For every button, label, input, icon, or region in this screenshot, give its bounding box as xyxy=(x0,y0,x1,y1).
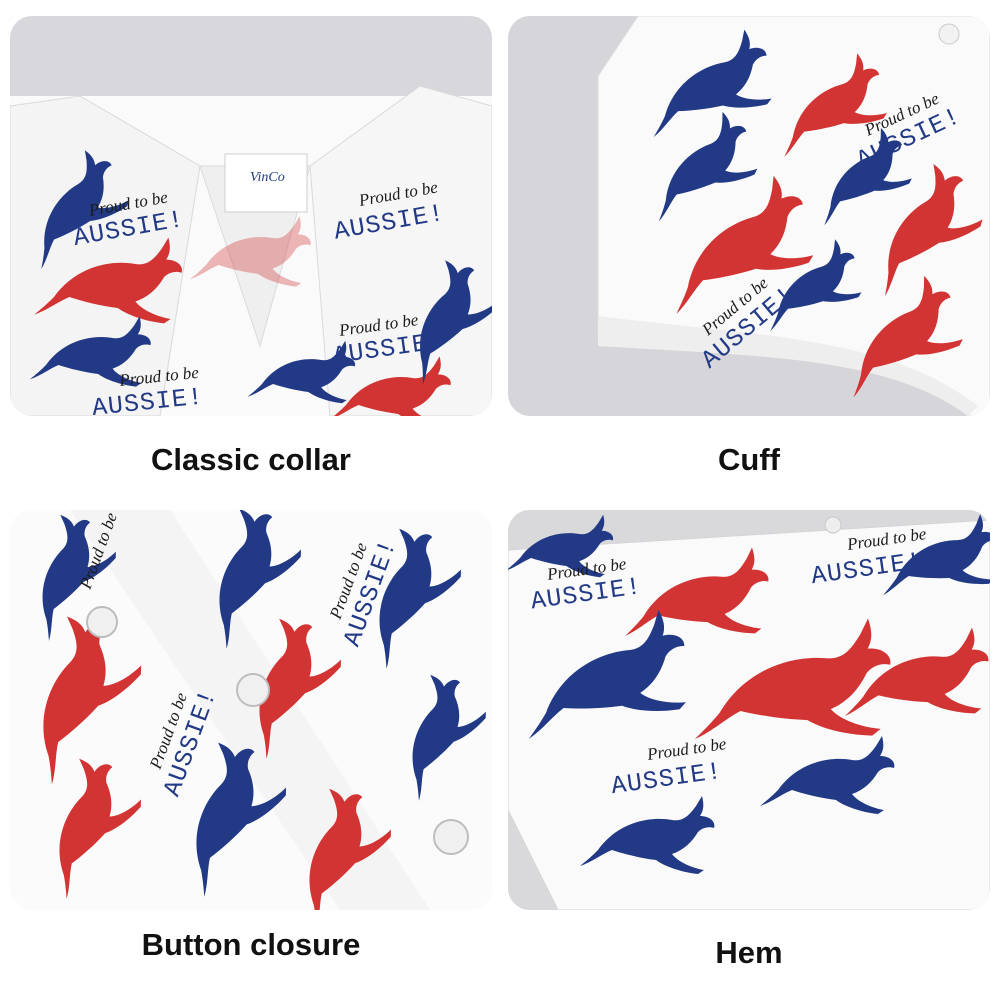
cuff-detail-image: Proud to be AUSSIE! Proud to be AUSSIE! xyxy=(508,16,990,416)
caption-cuff: Cuff xyxy=(718,442,780,477)
caption-hem: Hem xyxy=(715,935,783,970)
cuff-button xyxy=(938,23,960,45)
shirt-button-1 xyxy=(86,606,118,638)
brand-label-tag xyxy=(224,153,308,213)
collar-detail-image: Proud to be AUSSIE! Proud to be AUSSIE! … xyxy=(10,16,492,416)
shirt-button-3 xyxy=(433,819,469,855)
hem-detail-image: Proud to be AUSSIE! Proud to be AUSSIE! … xyxy=(508,510,990,910)
shirt-button-2 xyxy=(236,673,270,707)
hem-button xyxy=(824,516,842,534)
button-closure-detail-image: Proud to be AUSSIE! Proud to be AUSSIE! … xyxy=(10,510,492,910)
caption-button-closure: Button closure xyxy=(141,927,361,962)
caption-classic-collar: Classic collar xyxy=(151,442,351,477)
brand-label-text: VinCo xyxy=(250,170,285,185)
